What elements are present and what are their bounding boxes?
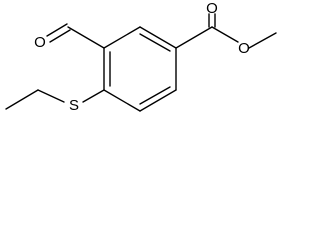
carbonyl-oxygen-label: O xyxy=(206,0,218,17)
bond-ethyl xyxy=(5,89,39,110)
ester-oxygen-label: O xyxy=(238,40,250,57)
ring-bond xyxy=(103,89,141,112)
methyl-ester-group xyxy=(175,13,277,49)
aldehyde-oxygen-label: O xyxy=(34,34,46,51)
bond-sulfur-to-ethyl xyxy=(37,89,65,103)
aldehyde-group xyxy=(46,23,105,49)
ring-inner-double-bond xyxy=(139,33,171,52)
benzene-ring xyxy=(103,26,177,112)
bond-ring-to-carbonyl xyxy=(175,26,213,49)
bond-aldehyde-double xyxy=(49,29,71,43)
bond-aldehyde-double xyxy=(46,23,68,37)
bond-carbonyl-to-ester-o xyxy=(211,26,239,43)
ring-bond xyxy=(139,26,177,49)
bond-ester-o-to-methyl xyxy=(248,32,277,49)
ring-bond xyxy=(139,89,177,112)
sulfur-label: S xyxy=(69,97,79,114)
chemical-structure: O O O S xyxy=(5,0,277,114)
ring-inner-double-bond xyxy=(139,86,171,105)
bond-ring-to-aldehyde-carbon xyxy=(67,26,105,49)
ethylthio-group xyxy=(5,89,105,110)
bond-ring-to-sulfur xyxy=(82,89,105,103)
ring-bond xyxy=(103,26,141,49)
